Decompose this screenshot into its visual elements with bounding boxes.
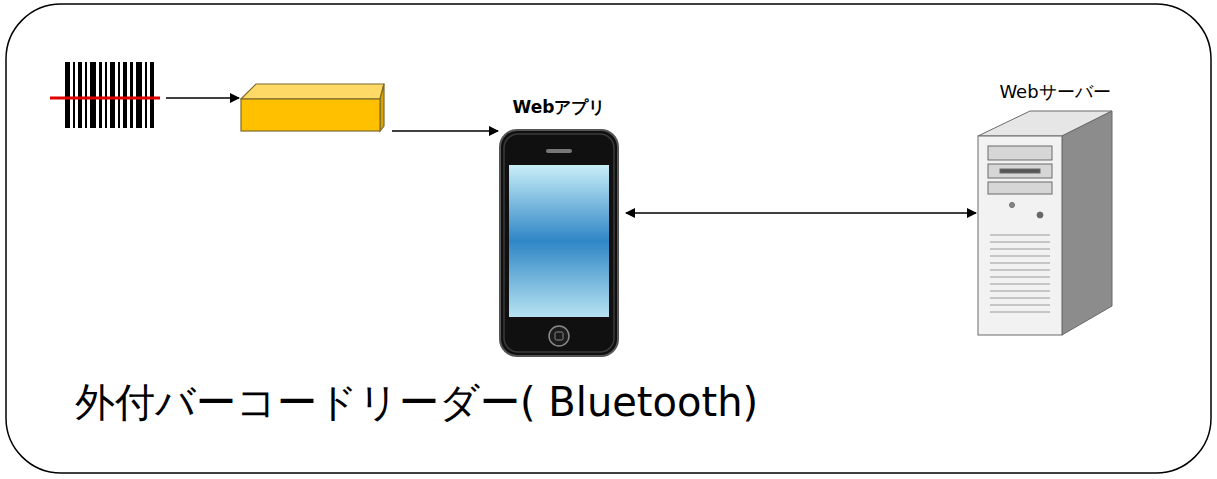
app-label: Webアプリ xyxy=(460,97,658,117)
smartphone xyxy=(500,130,618,356)
flow-arrow xyxy=(392,130,498,131)
flow-arrow xyxy=(626,212,976,213)
scanner-box xyxy=(241,84,384,131)
barcode-node xyxy=(62,60,158,132)
server-tower xyxy=(978,111,1112,335)
web-app-node: Webアプリ xyxy=(500,130,618,356)
web-server-node: Webサーバー xyxy=(978,111,1112,335)
scanner-node: 外付バーコードリーダー( Bluetooth) xyxy=(241,84,384,131)
outer-frame xyxy=(6,4,1211,473)
flow-arrow xyxy=(166,97,239,98)
barcode-symbol xyxy=(65,62,154,128)
device-caption: 外付バーコードリーダー( Bluetooth) xyxy=(75,378,758,426)
scan-line xyxy=(50,97,160,100)
server-label: Webサーバー xyxy=(958,81,1152,103)
